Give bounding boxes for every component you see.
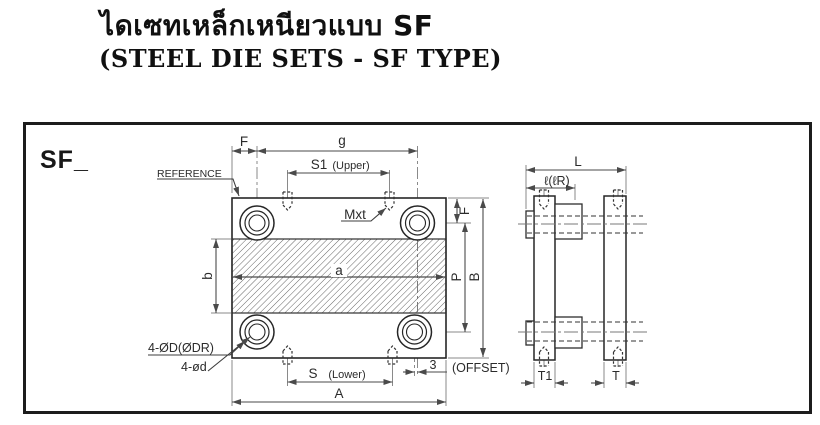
dim-label-f-right: F	[457, 207, 472, 215]
dim-label-f-top: F	[240, 134, 248, 149]
side-view: L ℓ(ℓR) T1 T	[518, 154, 648, 388]
plan-tapped-holes	[282, 191, 398, 365]
dim-label-l: L	[574, 154, 582, 169]
model-code-label: SF_	[40, 146, 89, 174]
bushing-bottom-left	[239, 314, 275, 350]
reference-label: REFERENCE	[157, 168, 222, 180]
dim-label-s-note: (Lower)	[328, 369, 365, 381]
label-a-background	[331, 264, 347, 277]
dim-label-t1: T1	[538, 369, 553, 383]
page-title-thai: ไดเซทเหล็กเหนียวแบบ SF	[100, 9, 434, 42]
dim-label-b-cap: B	[467, 272, 482, 281]
dim-label-p: P	[449, 272, 464, 281]
dim-label-s: S	[308, 366, 317, 381]
dim-label-b-small: b	[200, 272, 215, 280]
label-mxt: Mxt	[344, 207, 366, 222]
side-plate-left	[533, 195, 556, 361]
dim-label-s1-note: (Upper)	[332, 160, 369, 172]
bushing-bottom-right	[396, 314, 433, 350]
side-bushing-top	[554, 203, 583, 240]
guide-bushings	[239, 205, 436, 350]
side-centerlines	[518, 223, 648, 333]
page-title-english: (STEEL DIE SETS - SF TYPE)	[99, 44, 502, 73]
dim-label-offset-value: 3	[430, 358, 437, 372]
label-holes-small: 4-ød	[181, 360, 207, 374]
plan-dimension-lines	[213, 148, 486, 405]
dim-label-a-cap: A	[334, 386, 343, 401]
dim-label-t: T	[612, 369, 620, 383]
side-tapped-holes	[538, 189, 624, 367]
dim-label-g: g	[338, 133, 346, 148]
bushing-top-left	[239, 205, 275, 241]
dim-label-offset: (OFFSET)	[452, 361, 510, 375]
guide-post-hidden-lines	[527, 215, 643, 342]
technical-drawing: REFERENCE F g S1 (Upper) Mxt F b a P B 4…	[148, 133, 648, 406]
side-dimension-lines	[521, 167, 639, 386]
plan-leader-lines	[148, 178, 387, 372]
side-flange-bottom	[525, 320, 535, 346]
dim-label-s1: S1	[311, 157, 328, 172]
dim-label-lr: ℓ(ℓR)	[544, 174, 569, 188]
dim-label-a-small: a	[335, 263, 343, 278]
plan-view: REFERENCE F g S1 (Upper) Mxt F b a P B 4…	[148, 133, 510, 406]
label-holes-large: 4-ØD(ØDR)	[148, 341, 214, 355]
bushing-top-right	[399, 205, 436, 241]
side-plate-right	[603, 195, 627, 361]
